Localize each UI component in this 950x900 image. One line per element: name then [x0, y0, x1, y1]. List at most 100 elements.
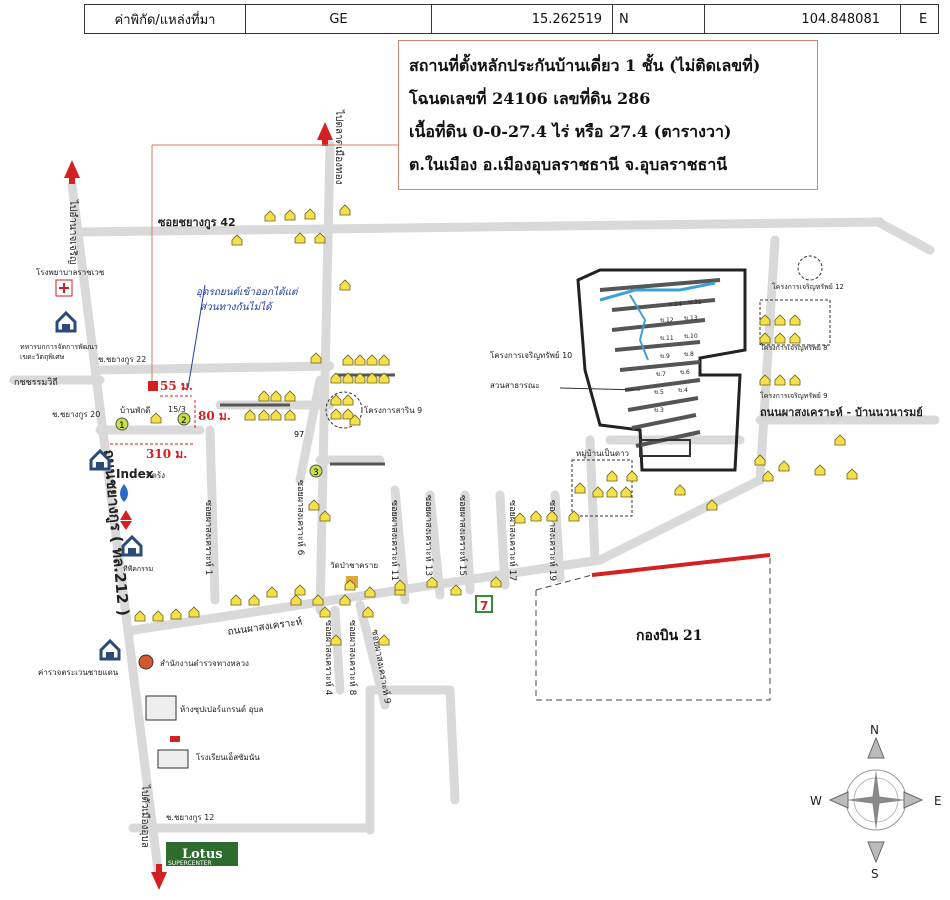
seven-eleven-icon: [475, 595, 493, 613]
housing-project: โครงการเจริญทรัพย์ 10 สวนสาธารณะ โครงการ…: [490, 255, 844, 517]
house-icon: [774, 314, 786, 326]
west-arrow-icon: [828, 791, 849, 809]
lot-label: ข.35: [688, 299, 702, 306]
house-icon: [188, 606, 200, 618]
village-pen-label: หมู่บ้านเป็นดาว: [576, 448, 629, 459]
longitude-value: 104.848081: [705, 5, 901, 33]
access-note-2: ส่วนทางกันไม่ได้: [200, 301, 274, 313]
house-icon: [152, 610, 164, 622]
lot-label: ข.14: [668, 301, 682, 308]
house-icon: [834, 434, 846, 446]
road-chayangkul-12: ช.ชยางกูร 12: [166, 813, 214, 823]
index-sublabel: ฟิตร้ง: [146, 471, 165, 480]
house-icon: [284, 209, 296, 221]
longitude-direction: E: [919, 11, 928, 27]
school-label: โรงเรียนเอ็สซัมนัน: [196, 752, 260, 762]
road-soi-42: ซอยชยางกูร 42: [158, 216, 236, 230]
house-icon: [266, 586, 278, 598]
lot-label: ข.6: [680, 369, 690, 376]
access-note-1: อุดรถยนต์เข้าออกได้แต่: [196, 286, 300, 298]
house-icon: [258, 409, 270, 421]
house-icon: [230, 594, 242, 606]
ban-pak-label: บ้านพักดี: [120, 406, 150, 415]
marker-2: 2: [181, 416, 187, 426]
house-icon: [330, 408, 342, 420]
house-markers: [134, 204, 858, 646]
info-location: ต.ในเมือง อ.เมืองอุบลราชธานี จ.อุบลราชธา…: [409, 155, 728, 174]
arrow-down-icon: [151, 872, 167, 890]
east-arrow-icon: [903, 791, 924, 809]
project-12-label: โครงการเจริญทรัพย์ 12: [772, 282, 844, 291]
house-icon: [342, 354, 354, 366]
latitude-direction: N: [613, 5, 705, 33]
house-icon: [778, 460, 790, 472]
house-icon: [339, 204, 351, 216]
police-label: ค่ารวจตระเวนชายแดน: [38, 668, 119, 677]
mitsubishi-logo-icon: [120, 510, 132, 530]
compass-w: W: [810, 794, 822, 808]
house-icon: [789, 374, 801, 386]
house-icon: [244, 409, 256, 421]
airbase-label: กองบิน 21: [636, 628, 703, 644]
lot-label: ข.12: [660, 317, 674, 324]
house-icon: [134, 610, 146, 622]
location-map: ไปอำนาจเจริญ ไปตลาดเมืองทอง ซอยชยางกูร 4…: [9, 109, 942, 890]
project-9-label: โครงการเจริญทรัพย์ 9: [760, 391, 828, 400]
house-icon: [270, 409, 282, 421]
office-icon: [55, 311, 77, 333]
highway-office-label: สำนักงานตำรวจทางหลวง: [160, 659, 249, 668]
coord-source: GE: [246, 5, 432, 33]
house-icon: [354, 354, 366, 366]
house-icon: [674, 484, 686, 496]
house-icon: [574, 482, 586, 494]
compass-rose: N S W E: [810, 723, 942, 881]
house-icon: [248, 594, 260, 606]
house-icon: [774, 332, 786, 344]
house-icon: [378, 354, 390, 366]
subject-property: อุดรถยนต์เข้าออกได้แต่ ส่วนทางกันไม่ได้ …: [110, 144, 398, 461]
road-nawanaram: ถนนผาสงเคราะห์ - บ้านนวนารมย์: [760, 406, 923, 419]
lot-label: ข.3: [654, 407, 664, 414]
lotus-sublabel: SUPERCENTER: [168, 860, 212, 867]
property-info-box: สถานที่ตั้งหลักประกันบ้านเดี่ยว 1 ชั้น (…: [398, 40, 818, 190]
lot-label: ข.10: [684, 333, 698, 340]
house-icon: [314, 232, 326, 244]
lot-label: ข.11: [660, 335, 674, 342]
house-icon: [170, 608, 182, 620]
house-icon: [774, 374, 786, 386]
index-label: Index: [116, 467, 154, 481]
project-sarin-label: โครงการสาริน 9: [364, 405, 422, 415]
compass-n: N: [870, 723, 879, 737]
road-to-market: ไปตลาดเมืองทอง: [333, 109, 345, 185]
house-icon: [231, 234, 243, 246]
house-icon: [308, 499, 320, 511]
road-chayangkul-22: ช.ชยางกูร 22: [98, 355, 146, 365]
mall-icon: [145, 695, 177, 721]
subject-marker: [148, 381, 158, 391]
house-icon: [626, 470, 638, 482]
house-icon: [258, 390, 270, 402]
public-area-label: สวนสาธารณะ: [490, 381, 540, 390]
lot-label: ข.8: [684, 351, 694, 358]
house-icon: [530, 510, 542, 522]
house-icon: [294, 584, 306, 596]
police-icon: [99, 639, 121, 661]
school-icon: [157, 749, 189, 769]
house-icon: [846, 468, 858, 480]
lot-label: ข.13: [684, 315, 698, 322]
house-icon: [310, 352, 322, 364]
house-icon: [294, 232, 306, 244]
house-icon: [789, 314, 801, 326]
road-soi-4: ซอยผาสงเคราะห์ 4: [323, 620, 335, 696]
lot-label: ข.4: [678, 387, 688, 394]
tax-office-line1: ทหารบกการจัดการพัฒนา: [20, 343, 98, 351]
coord-label: ค่าพิกัด/แหล่งที่มา: [85, 5, 246, 33]
house-icon: [150, 412, 162, 424]
seven-eleven-label: 7: [480, 599, 488, 613]
bank-label: ทีพีคกรรม: [123, 565, 153, 573]
lot-label: ข.9: [660, 353, 670, 360]
info-area: เนื้อที่ดิน 0-0-27.4 ไร่ หรือ 27.4 (ตารา…: [409, 122, 732, 141]
house-number: 15/3: [168, 405, 186, 414]
marker-3: 3: [313, 468, 319, 478]
road-soi-17: ซอยผาสงเคราะห์ 17: [507, 500, 519, 581]
